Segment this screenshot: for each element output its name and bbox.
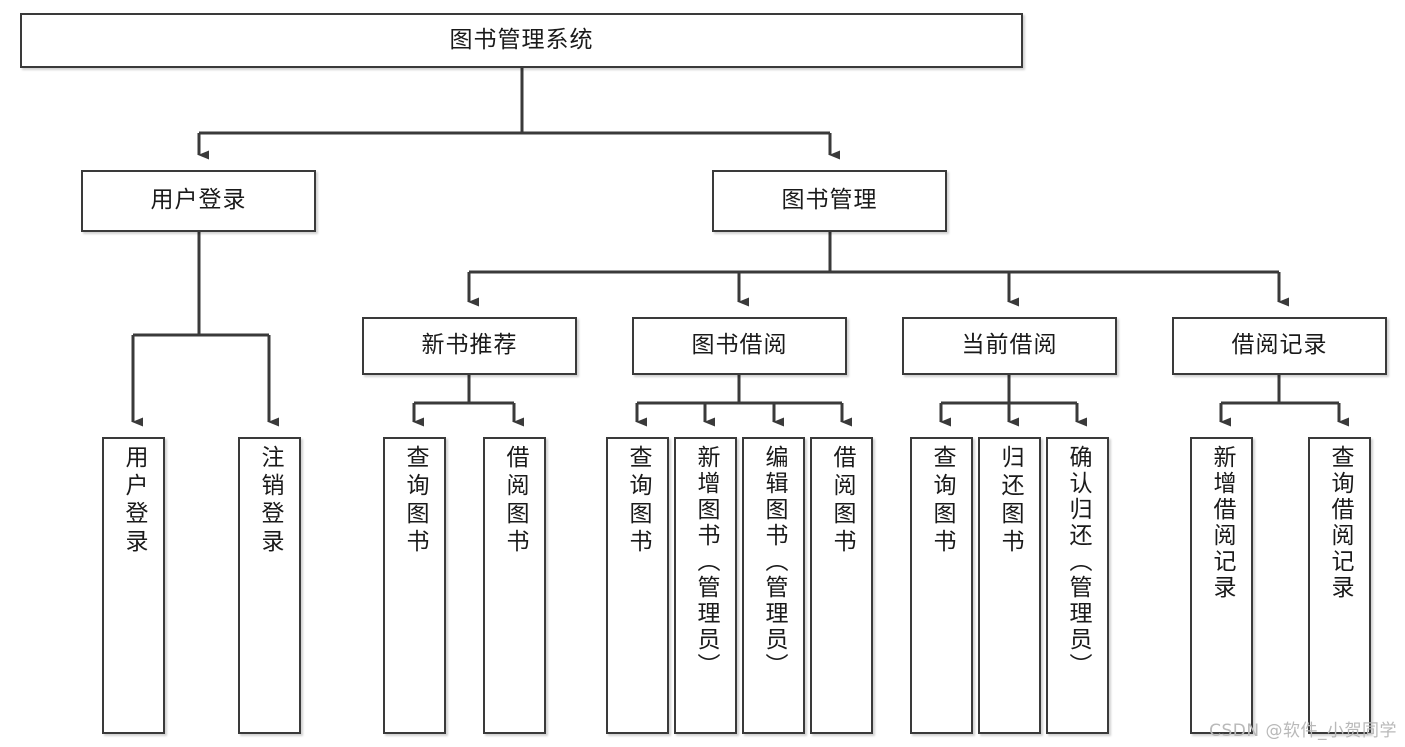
node-leaf-borrow-book-recommend[interactable]: 借阅图书 [483,437,546,734]
node-label: 新增借阅记录 [1209,445,1235,601]
node-label: 查询借阅记录 [1327,445,1353,601]
node-label: 新书推荐 [421,332,518,359]
node-borrow-record[interactable]: 借阅记录 [1172,317,1387,375]
node-label: 编辑图书（管理员） [761,445,787,679]
node-label: 图书管理 [781,187,878,214]
node-label: 查询图书 [402,445,428,557]
node-leaf-edit-book-admin[interactable]: 编辑图书（管理员） [742,437,805,734]
node-new-book-recommend[interactable]: 新书推荐 [362,317,577,375]
node-leaf-confirm-return-admin[interactable]: 确认归还（管理员） [1046,437,1109,734]
node-leaf-add-book-admin[interactable]: 新增图书（管理员） [674,437,737,734]
node-label: 注销登录 [257,445,283,557]
node-label: 图书管理系统 [449,26,594,53]
node-book-management[interactable]: 图书管理 [712,170,947,232]
node-label: 用户登录 [150,187,247,214]
node-current-borrow[interactable]: 当前借阅 [902,317,1117,375]
node-label: 当前借阅 [961,332,1058,359]
node-label: 查询图书 [929,445,955,557]
node-label: 借阅图书 [502,445,528,557]
node-leaf-logout[interactable]: 注销登录 [238,437,301,734]
node-label: 新增图书（管理员） [693,445,719,679]
node-leaf-query-borrow-record[interactable]: 查询借阅记录 [1308,437,1371,734]
node-leaf-query-book-recommend[interactable]: 查询图书 [383,437,446,734]
node-label: 确认归还（管理员） [1065,445,1091,679]
node-label: 借阅记录 [1231,332,1328,359]
node-leaf-query-book-current[interactable]: 查询图书 [910,437,973,734]
node-leaf-query-book-borrow[interactable]: 查询图书 [606,437,669,734]
node-user-login[interactable]: 用户登录 [81,170,316,232]
node-book-borrow[interactable]: 图书借阅 [632,317,847,375]
node-root-book-management-system[interactable]: 图书管理系统 [20,13,1023,68]
node-label: 图书借阅 [691,332,788,359]
node-leaf-user-login[interactable]: 用户登录 [102,437,165,734]
node-label: 归还图书 [997,445,1023,557]
watermark: CSDN @软件_小贺同学 [1209,721,1397,741]
node-label: 查询图书 [625,445,651,557]
node-label: 借阅图书 [829,445,855,557]
node-leaf-return-book[interactable]: 归还图书 [978,437,1041,734]
node-label: 用户登录 [121,445,147,557]
node-leaf-add-borrow-record[interactable]: 新增借阅记录 [1190,437,1253,734]
node-leaf-borrow-book[interactable]: 借阅图书 [810,437,873,734]
